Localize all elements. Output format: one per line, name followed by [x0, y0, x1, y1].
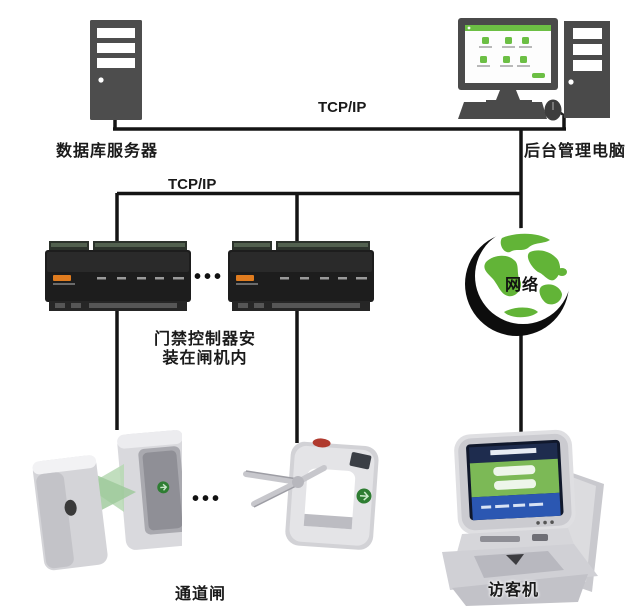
channel-gate-label: 通道闸 — [175, 586, 227, 603]
flap-barrier-gate-icon — [32, 430, 182, 571]
visitor-machine-label: 访客机 — [488, 582, 540, 599]
access-controller-icon — [228, 241, 374, 311]
ellipsis-controllers: ••• — [194, 266, 225, 288]
database-server-icon — [90, 20, 142, 120]
network-label: 网络 — [504, 277, 539, 294]
controller-note-line1: 门禁控制器安 — [153, 331, 256, 348]
access-controller-icon — [45, 241, 191, 311]
database-server-label: 数据库服务器 — [56, 143, 159, 160]
tcpip-mid-label: TCP/IP — [168, 176, 217, 193]
controller-note-line2: 装在闸机内 — [162, 350, 248, 367]
visitor-kiosk-icon — [442, 429, 604, 606]
tcpip-top-label: TCP/IP — [318, 99, 367, 116]
network-globe-icon — [465, 228, 571, 336]
ellipsis-gates: ••• — [192, 488, 223, 510]
management-computer-icon — [458, 18, 610, 121]
tripod-turnstile-icon — [243, 438, 379, 550]
management-pc-label: 后台管理电脑 — [524, 143, 627, 160]
controller-note: 门禁控制器安 装在闸机内 — [120, 330, 290, 368]
